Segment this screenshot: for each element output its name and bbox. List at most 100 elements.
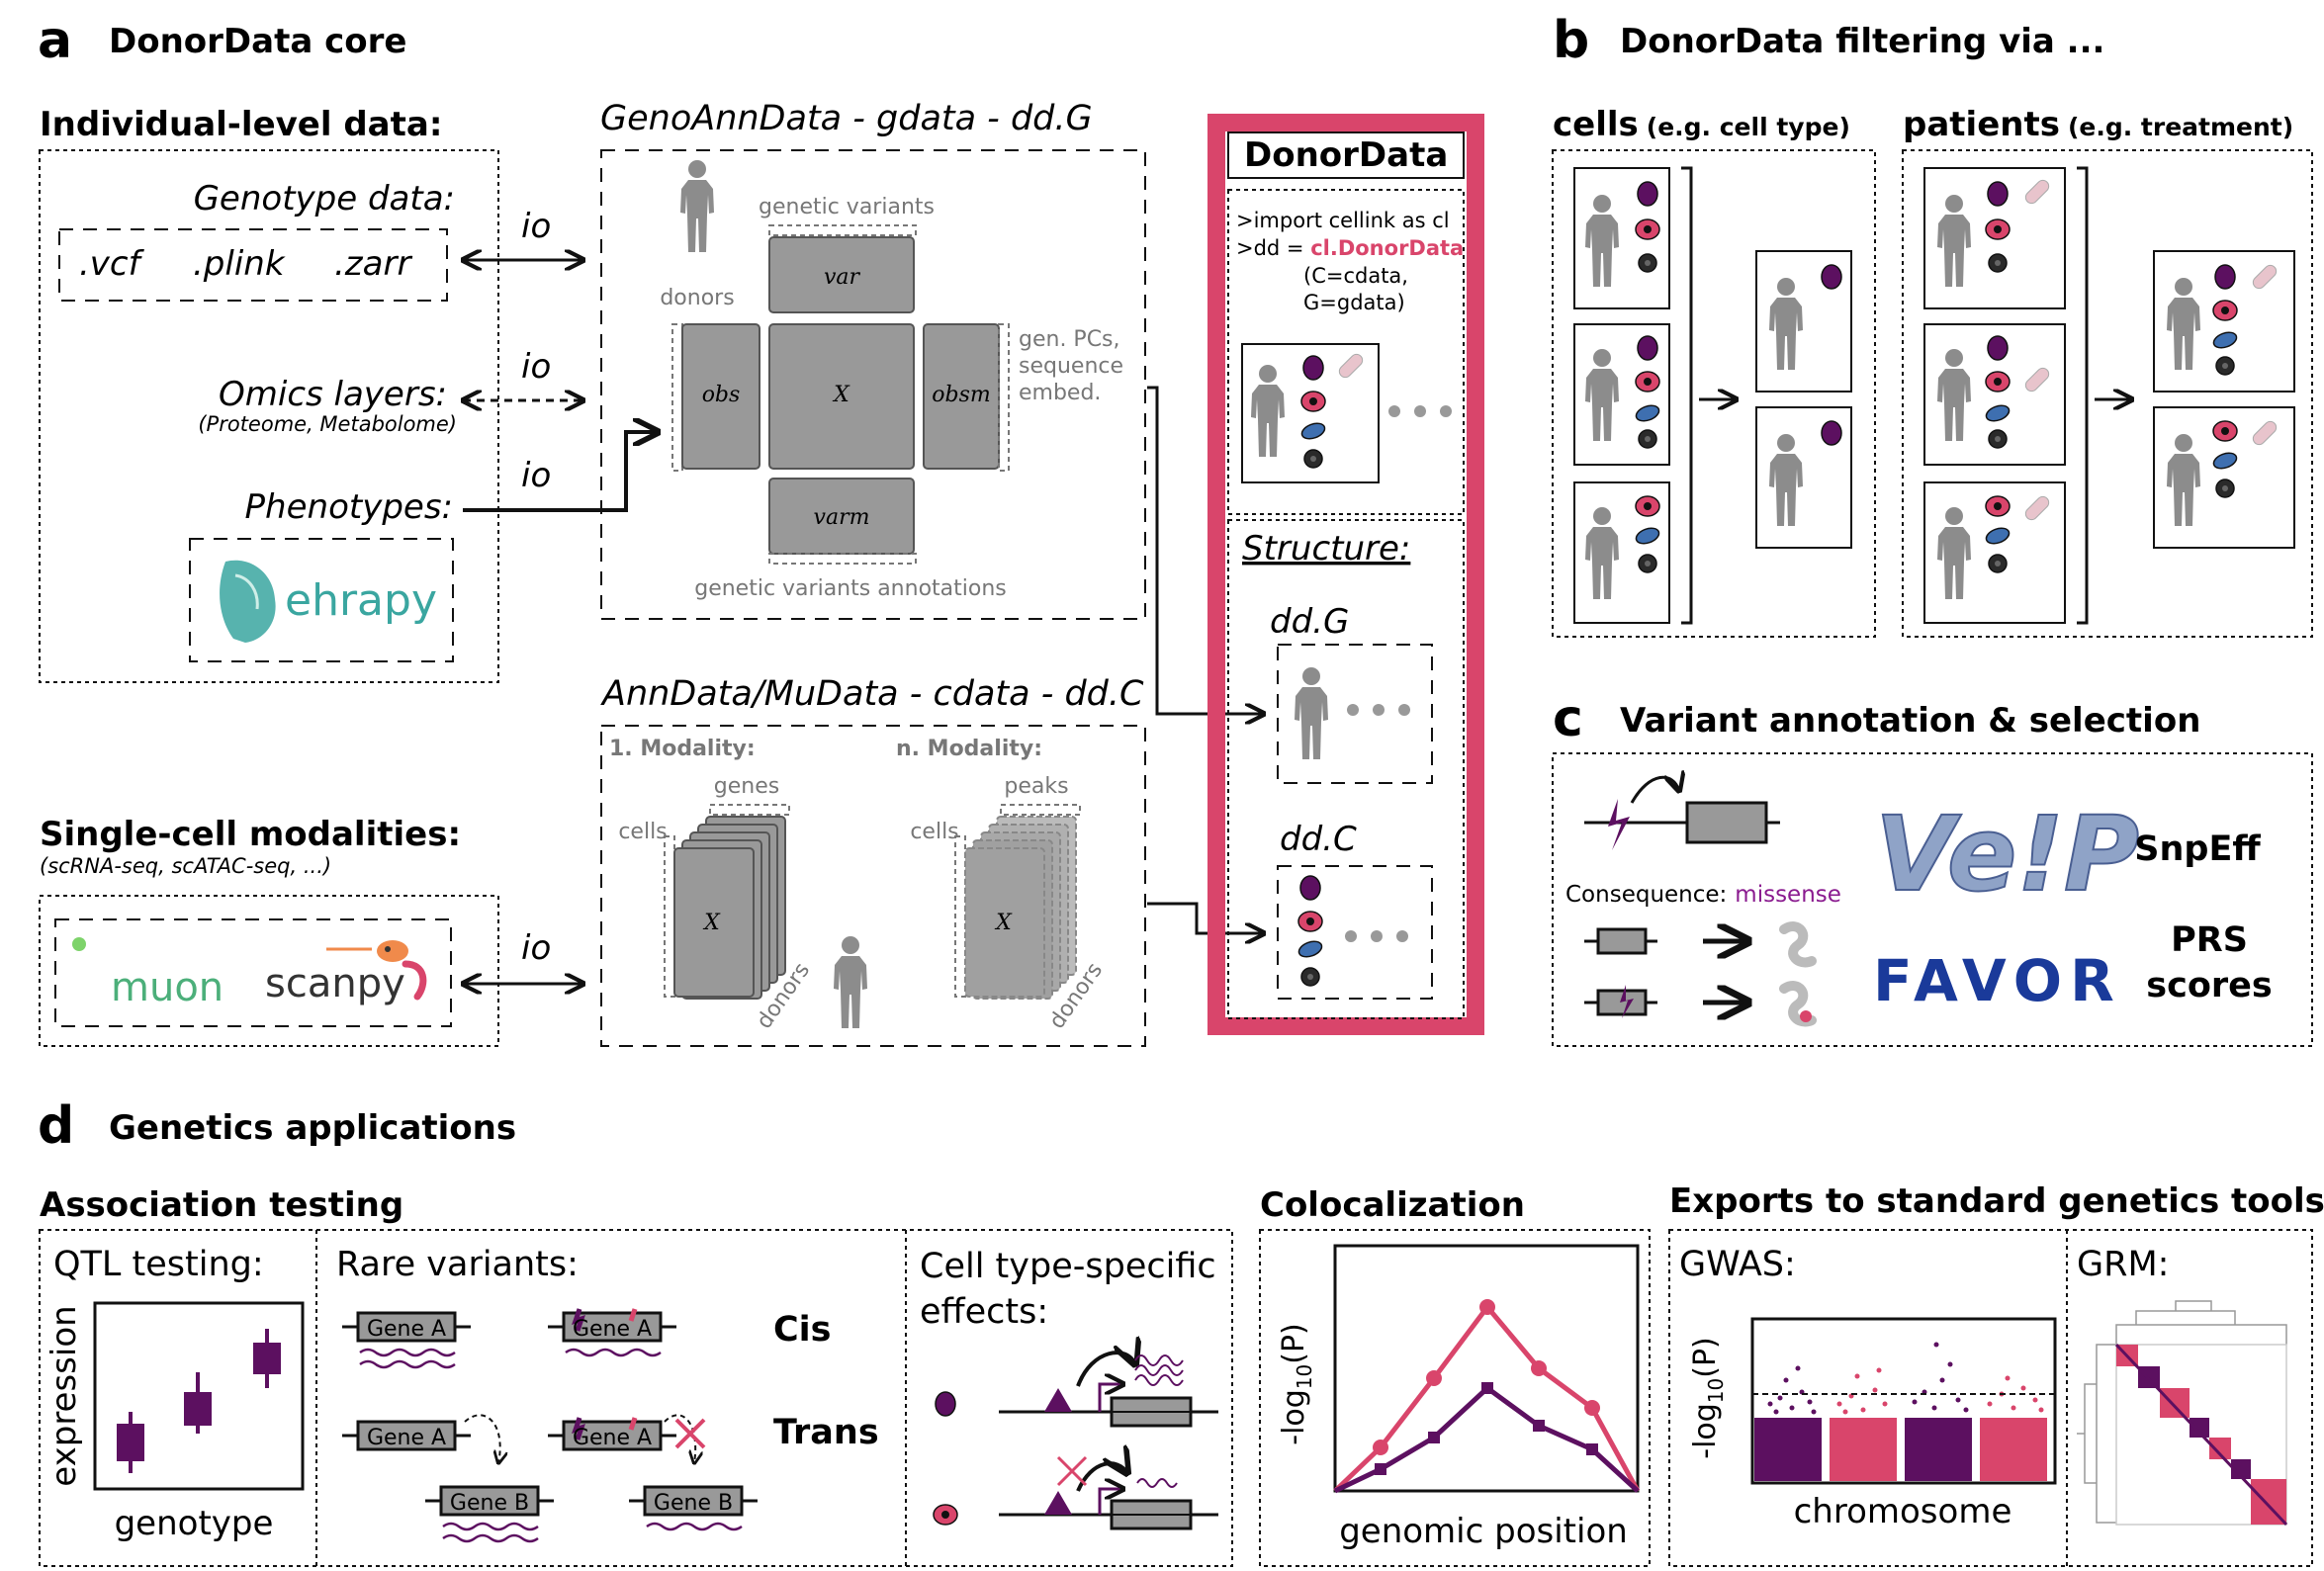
gwas-xlabel: chromosome	[1794, 1492, 2012, 1531]
X-block	[768, 323, 915, 470]
ddG-human-icon	[1295, 667, 1328, 759]
snpeff-label: SnpEff	[2134, 829, 2261, 869]
patients-input-donor-2	[1923, 323, 2066, 466]
genes-label: genes	[714, 774, 779, 799]
modalityn-label: n. Modality:	[896, 737, 1042, 761]
io-phenotypes-arrow	[463, 432, 658, 512]
modality1-stack	[664, 804, 790, 1000]
individual-heading: Individual-level data:	[40, 105, 442, 144]
panel-a-title: DonorData core	[109, 22, 406, 61]
celltype-line1: Cell type-specific	[920, 1247, 1216, 1286]
ddC-ellipsis	[1345, 930, 1408, 942]
code-line3: (C=cdata,	[1303, 264, 1408, 288]
ddC-box	[1277, 865, 1433, 1000]
coloc-box	[1259, 1229, 1651, 1567]
celltype-row-pink	[933, 1457, 1218, 1530]
rare-trans-geneB-1	[425, 1485, 554, 1543]
modalityn-stack	[954, 804, 1081, 1000]
cdata-title: AnnData/MuData - cdata - dd.C	[600, 674, 1144, 714]
consequence-label: Consequence:missense	[1565, 882, 1841, 908]
preview-ellipsis	[1388, 405, 1452, 417]
preview-purple-cell	[1302, 355, 1324, 381]
scanpy-logo-icon	[326, 940, 427, 1001]
panel-b-letter: b	[1553, 11, 1589, 70]
grm-dendrogram	[2077, 1300, 2287, 1524]
obsm-bracket	[998, 323, 1010, 472]
format-zarr: .zarr	[334, 244, 412, 284]
grm-label: GRM:	[2077, 1245, 2169, 1284]
qtl-xlabel: genotype	[115, 1504, 274, 1543]
rare-cis-geneA-2	[548, 1308, 676, 1357]
donordata-code-box	[1227, 189, 1465, 515]
muon-logo-icon	[72, 937, 86, 951]
donordata-frame	[1207, 114, 1484, 1035]
modality1-label: 1. Modality:	[609, 737, 756, 761]
peaks-label: peaks	[1004, 774, 1068, 799]
consequence-row-2	[1584, 981, 1817, 1027]
preview-pill	[1336, 351, 1366, 381]
code-line1: >import cellink as cl	[1236, 209, 1450, 232]
gdata-box	[600, 149, 1146, 620]
gen-pcs-line3: embed.	[1019, 381, 1101, 405]
rare-trans-geneA-2	[548, 1414, 706, 1463]
obs-block	[681, 323, 760, 470]
favor-logo: FAVOR	[1873, 947, 2122, 1014]
structure-box	[1227, 519, 1465, 1019]
panel-c: c Variant annotation & selection Consequ…	[1552, 689, 2313, 1047]
rare-trans-geneA-1	[342, 1414, 500, 1463]
ddC-purple-cell	[1299, 875, 1321, 901]
cdata-box	[600, 725, 1146, 1047]
patients-bracket	[2077, 166, 2089, 625]
gdata-donor-human-icon	[680, 160, 714, 252]
gdata-title: GenoAnnData - gdata - dd.G	[600, 99, 1093, 138]
format-vcf: .vcf	[79, 244, 145, 284]
code-line2: >dd = cl.DonorData	[1236, 236, 1464, 260]
coloc-ylabel: -log10(P)	[1277, 1323, 1316, 1445]
panel-b: b DonorData filtering via ... cells(e.g.…	[1552, 11, 2313, 638]
cells-heading: cells(e.g. cell type)	[1553, 105, 1850, 144]
exports-box	[1668, 1229, 2313, 1567]
cells-output-donor-1	[1755, 250, 1852, 393]
patients-filter-box	[1902, 149, 2313, 638]
ehrapy-box	[189, 538, 454, 662]
vep-logo: Ve!P	[1875, 794, 2139, 915]
X-label-modality1: X	[702, 911, 721, 935]
coloc-xlabel: genomic position	[1339, 1512, 1628, 1551]
qtl-box-2	[184, 1372, 212, 1434]
var-block	[768, 236, 915, 313]
scanpy-text: scanpy	[265, 961, 405, 1006]
ddG-box	[1277, 644, 1433, 784]
singlecell-heading: Single-cell modalities:	[40, 815, 461, 854]
genotype-label: Genotype data:	[194, 179, 455, 218]
cells-input-donor-2	[1573, 323, 1670, 466]
io-omics: io	[521, 347, 551, 387]
patients-output-donor-2	[2153, 406, 2295, 549]
gdata-donors-label: donors	[660, 286, 734, 310]
panel-a-letter: a	[38, 11, 72, 70]
qtl-box-1	[117, 1412, 144, 1473]
exports-heading: Exports to standard genetics tools	[1669, 1181, 2324, 1221]
preview-dark-cell	[1303, 449, 1323, 469]
singlecell-sub: (scRNA-seq, scATAC-seq, ...)	[40, 854, 331, 878]
var-bracket	[768, 224, 917, 236]
singlecell-inner-box	[54, 918, 452, 1027]
ddC-pink-cell	[1297, 911, 1323, 932]
cdata-donor-human-icon	[834, 936, 867, 1028]
gen-pcs-line2: sequence	[1019, 354, 1123, 379]
rare-cis-geneA-1	[342, 1311, 471, 1369]
coloc-pink-points	[1373, 1299, 1600, 1455]
grm-diagonal	[2114, 1343, 2288, 1527]
rare-trans-geneA-1-label: Gene A	[367, 1426, 446, 1450]
prs-line2: scores	[2146, 966, 2272, 1005]
rare-label: Rare variants:	[336, 1245, 579, 1284]
varm-label: varm	[814, 505, 870, 530]
phenotypes-label: Phenotypes:	[245, 487, 453, 527]
gwas-label: GWAS:	[1679, 1245, 1796, 1284]
patients-input-donor-1	[1923, 167, 2066, 309]
rare-trans-geneB-2-label: Gene B	[654, 1491, 733, 1516]
ddG-ellipsis	[1347, 704, 1410, 716]
rare-trans-geneA-2-label: Gene A	[573, 1426, 652, 1450]
panel-d-title: Genetics applications	[109, 1108, 516, 1148]
preview-pink-cell	[1300, 391, 1326, 412]
